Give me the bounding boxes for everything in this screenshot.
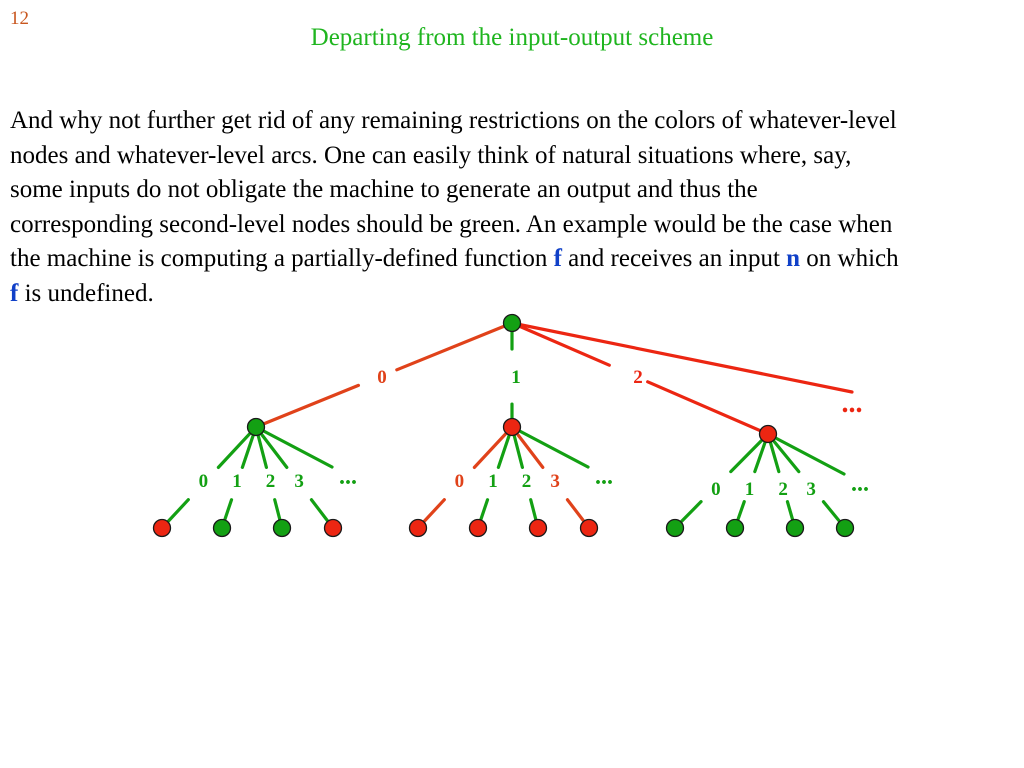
leaf-node	[152, 518, 172, 538]
leaf-node	[725, 518, 745, 538]
arc-label: 1	[488, 471, 498, 492]
top-arc	[510, 321, 611, 367]
arc-label: 2	[778, 479, 788, 500]
internal-node	[758, 424, 778, 444]
internal-node	[246, 417, 266, 437]
sub-arc	[766, 432, 846, 476]
top-arc	[395, 321, 514, 372]
root-node	[502, 313, 522, 333]
ellipsis: ...	[842, 388, 863, 419]
leaf-node	[468, 518, 488, 538]
ellipsis: ...	[851, 471, 869, 497]
leaf-node	[835, 518, 855, 538]
ellipsis: ...	[595, 464, 613, 490]
arc-label: 2	[266, 471, 276, 492]
arc-label: 0	[377, 367, 387, 388]
tree-nodes	[152, 313, 855, 538]
leaf-node	[528, 518, 548, 538]
arc-label: 3	[806, 479, 816, 500]
body-line: And why not further get rid of any remai…	[10, 107, 897, 134]
top-arc	[510, 321, 854, 394]
arc-label: 3	[294, 471, 304, 492]
arc-label: 2	[522, 471, 532, 492]
body-text-run: on which	[800, 245, 899, 273]
leaf-node	[272, 518, 292, 538]
sub-arc	[216, 425, 258, 469]
leaf-node	[579, 518, 599, 538]
arc-label: 1	[511, 367, 521, 388]
arc-label: 0	[199, 471, 209, 492]
body-text-run: is undefined.	[18, 279, 154, 307]
function-f-symbol: f	[553, 245, 562, 273]
arc-label: 2	[633, 367, 643, 388]
arc-label: 1	[745, 479, 755, 500]
function-f-symbol: f	[10, 279, 19, 307]
arc-label: 0	[455, 471, 465, 492]
body-line: some inputs do not obligate the machine …	[10, 176, 758, 204]
leaf-node	[785, 518, 805, 538]
top-arc	[254, 383, 360, 429]
leaf-node	[408, 518, 428, 538]
input-n-symbol: n	[786, 245, 801, 273]
slide-title: Departing from the input-output scheme	[310, 24, 714, 51]
arc-label: 1	[232, 471, 242, 492]
leaf-node	[212, 518, 232, 538]
slide-number: 12	[10, 8, 29, 29]
body-paragraph: And why not further get rid of any remai…	[10, 104, 1022, 312]
body-line: corresponding second-level nodes should …	[10, 210, 893, 238]
arc-label: 0	[711, 479, 721, 500]
body-text-run: the machine is computing a partially-def…	[10, 245, 554, 273]
leaf-node	[665, 518, 685, 538]
top-arc	[646, 380, 770, 436]
body-text-run: and receives an input	[561, 245, 787, 273]
arc-label: 3	[550, 471, 560, 492]
leaf-node	[323, 518, 343, 538]
body-line: f is undefined.	[10, 277, 1022, 312]
body-line: the machine is computing a partially-def…	[10, 242, 1022, 277]
ellipsis: ...	[339, 464, 357, 490]
sub-arc	[472, 425, 514, 469]
body-line: nodes and whatever-level arcs. One can e…	[10, 141, 852, 169]
sub-arc	[510, 425, 590, 469]
sub-arc	[254, 425, 334, 469]
internal-node	[502, 417, 522, 437]
